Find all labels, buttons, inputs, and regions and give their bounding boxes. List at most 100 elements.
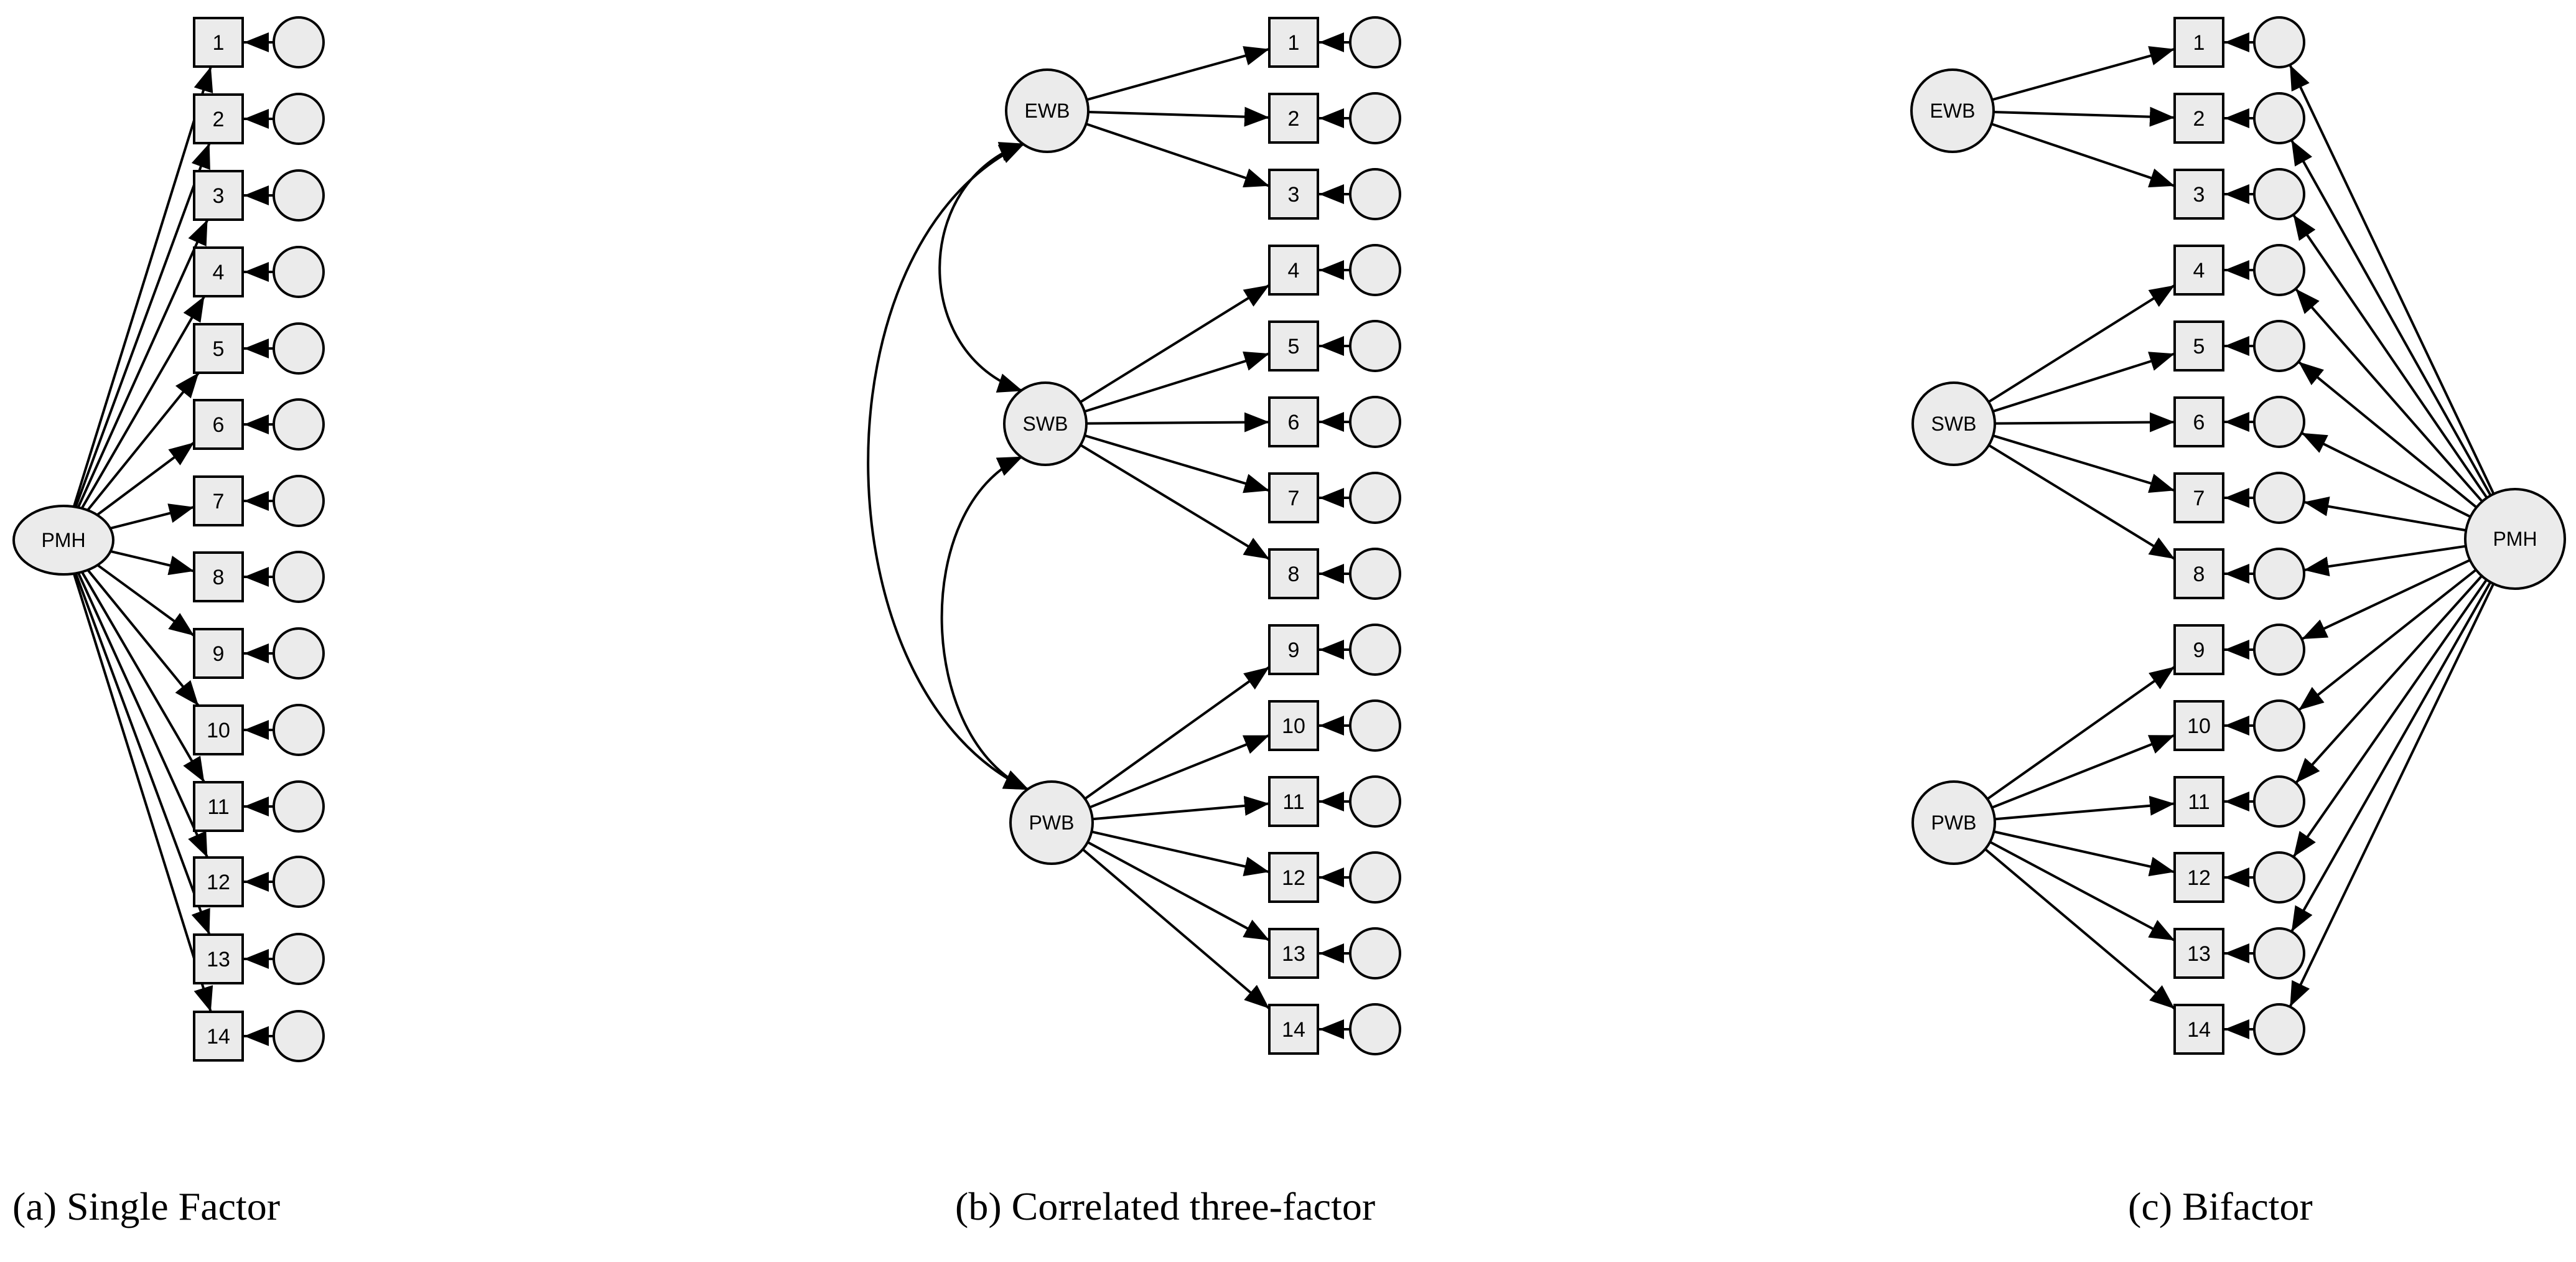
- item-1: 1: [1268, 17, 1319, 68]
- item-label: 9: [1288, 638, 1300, 662]
- error-term-7: [1349, 472, 1401, 524]
- item-label: 12: [1282, 866, 1305, 890]
- loading-pwb-11: [1092, 795, 1270, 821]
- factor-node: [1911, 381, 1996, 466]
- item-13: 13: [1268, 928, 1319, 979]
- factor-node: [1003, 381, 1088, 466]
- loading-swb-5: [1992, 352, 2175, 413]
- item-box: [1268, 17, 1319, 68]
- item-label: 4: [1288, 259, 1300, 283]
- item-label: 8: [213, 566, 225, 589]
- item-5: 5: [193, 323, 244, 374]
- loading-ewb-2: [1993, 106, 2175, 127]
- factor-node: [1910, 68, 1995, 153]
- loading-pmh-4: [2294, 287, 2483, 503]
- item-label: 9: [2193, 638, 2205, 662]
- loading-swb-7: [1084, 434, 1270, 493]
- factor-node: [1009, 780, 1094, 865]
- loading-pmh-8: [110, 549, 195, 576]
- factor-swb: SWB: [1003, 381, 1088, 466]
- loading-ewb-3: [1990, 123, 2175, 188]
- error-term-12: [2253, 851, 2305, 904]
- item-3: 3: [2173, 169, 2224, 220]
- error-term-12: [273, 856, 325, 908]
- item-box: [193, 246, 244, 297]
- loading-swb-6: [1086, 412, 1270, 432]
- item-label: 2: [2193, 107, 2205, 131]
- item-box: [193, 628, 244, 679]
- loading-pmh-9: [2301, 559, 2471, 640]
- factor-label: EWB: [1025, 100, 1070, 122]
- error-term-14: [1349, 1003, 1401, 1055]
- error-term-10: [273, 704, 325, 756]
- covariance-ewb-swb: [938, 142, 1025, 393]
- item-label: 12: [2187, 866, 2211, 890]
- item-box: [1268, 928, 1319, 979]
- item-12: 12: [2173, 852, 2224, 903]
- loading-swb-4: [1987, 284, 2176, 403]
- item-box: [193, 856, 244, 907]
- item-box: [1268, 472, 1319, 523]
- error-term-8: [273, 551, 325, 603]
- error-term-12: [1349, 851, 1401, 904]
- item-label: 10: [207, 719, 230, 742]
- loading-pmh-12: [77, 572, 209, 858]
- loading-swb-7: [1992, 434, 2175, 493]
- item-5: 5: [1268, 320, 1319, 372]
- covariance-ewb-pwb: [867, 142, 1030, 792]
- loading-pwb-11: [1994, 795, 2175, 821]
- item-10: 10: [2173, 700, 2224, 751]
- factor-node: [2464, 488, 2566, 590]
- loading-pmh-10: [86, 569, 200, 707]
- factor-label: PMH: [41, 529, 85, 551]
- item-7: 7: [193, 475, 244, 526]
- error-term-4: [2253, 244, 2305, 296]
- item-5: 5: [2173, 320, 2224, 372]
- factor-ewb: EWB: [1910, 68, 1995, 153]
- item-label: 14: [207, 1025, 230, 1049]
- item-8: 8: [193, 551, 244, 602]
- item-label: 6: [2193, 411, 2205, 434]
- item-14: 14: [1268, 1004, 1319, 1055]
- error-term-3: [2253, 168, 2305, 220]
- item-box: [2173, 928, 2224, 979]
- factor-node: [1911, 780, 1996, 865]
- loading-ewb-2: [1088, 106, 1270, 127]
- item-label: 6: [213, 413, 225, 437]
- factor-pwb: PWB: [1009, 780, 1094, 865]
- item-label: 5: [1288, 335, 1300, 358]
- loading-pwb-14: [1984, 848, 2176, 1010]
- item-box: [2173, 776, 2224, 827]
- loading-pmh-11: [80, 571, 206, 783]
- error-term-2: [273, 93, 325, 145]
- loading-pwb-10: [1089, 734, 1270, 809]
- item-box: [2173, 17, 2224, 68]
- item-1: 1: [2173, 17, 2224, 68]
- error-term-9: [273, 627, 325, 680]
- error-term-10: [2253, 699, 2305, 752]
- item-9: 9: [193, 628, 244, 679]
- panel-b-edges: [867, 32, 1350, 1039]
- factor-pwb: PWB: [1911, 780, 1996, 865]
- item-label: 3: [1288, 183, 1300, 207]
- error-term-6: [2253, 396, 2305, 448]
- error-term-13: [2253, 927, 2305, 979]
- item-label: 1: [213, 31, 225, 55]
- loading-pmh-6: [96, 441, 195, 516]
- item-1: 1: [193, 17, 244, 68]
- item-12: 12: [193, 856, 244, 907]
- item-box: [2173, 852, 2224, 903]
- error-term-5: [2253, 320, 2305, 372]
- loading-pmh-8: [2303, 545, 2466, 577]
- loading-pmh-10: [2298, 569, 2477, 711]
- factor-pmh: PMH: [12, 505, 114, 576]
- error-term-7: [2253, 472, 2305, 524]
- item-2: 2: [1268, 93, 1319, 144]
- loading-ewb-3: [1085, 123, 1270, 188]
- loading-pwb-12: [1993, 830, 2175, 877]
- loading-pwb-14: [1081, 848, 1271, 1010]
